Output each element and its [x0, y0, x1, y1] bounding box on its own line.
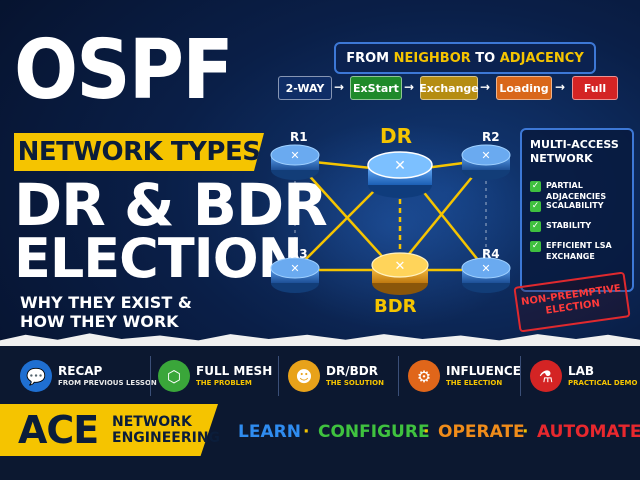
- brand-engineering: ENGINEERING: [112, 430, 221, 446]
- tag-learn: LEARN: [238, 422, 301, 442]
- label-bdr: BDR: [374, 296, 417, 317]
- router-r1: ✕: [270, 144, 320, 180]
- headline-dr-bdr: DR & BDR: [14, 171, 328, 239]
- tag-operate: OPERATE: [438, 422, 525, 442]
- segment-subtitle: THE ELECTION: [446, 379, 503, 387]
- multi-access-title: MULTI-ACCESS NETWORK: [530, 138, 619, 166]
- adjacency-title: FROM NEIGHBOR TO ADJACENCY: [334, 42, 596, 74]
- adjacency-title-adjacency: ADJACENCY: [499, 50, 584, 66]
- divider: [278, 356, 279, 396]
- segment-title: LAB: [568, 364, 595, 378]
- state-full: Full: [572, 76, 618, 100]
- benefit-item: ✓ PARTIAL ADJACENCIES: [530, 180, 632, 202]
- state-loading: Loading: [496, 76, 552, 100]
- check-icon: ✓: [530, 241, 541, 252]
- brand-ace: ACE: [18, 408, 99, 452]
- brand-box: [0, 404, 218, 456]
- benefit-label: SCALABILITY: [546, 201, 604, 210]
- segment-title: RECAP: [58, 364, 103, 378]
- torn-paper-edge: [0, 333, 640, 346]
- svg-text:✕: ✕: [481, 149, 490, 162]
- label-r3: R3: [290, 247, 308, 261]
- segment-recap: 💬 RECAP FROM PREVIOUS LESSON: [20, 352, 157, 400]
- separator-dot: ·: [423, 422, 430, 442]
- svg-text:✕: ✕: [481, 262, 490, 275]
- benefit-label: PARTIAL ADJACENCIES: [546, 181, 607, 201]
- router-r2: ✕: [461, 144, 511, 180]
- arrow-icon: →: [334, 80, 345, 94]
- label-r2: R2: [482, 130, 500, 144]
- multi-access-title-2: NETWORK: [530, 152, 593, 165]
- adjacency-title-neighbor: NEIGHBOR: [393, 50, 471, 66]
- svg-text:✕: ✕: [290, 149, 299, 162]
- state-exstart: ExStart: [350, 76, 402, 100]
- subheadline-line-2: HOW THEY WORK: [20, 312, 179, 331]
- state-exchange: Exchange: [419, 76, 479, 100]
- mesh-icon: ⬡: [158, 360, 190, 392]
- router-dr: ✕: [367, 151, 433, 198]
- segment-full-mesh: ⬡ FULL MESH THE PROBLEM: [158, 352, 272, 400]
- separator-dot: ·: [522, 422, 529, 442]
- arrow-icon: →: [404, 80, 415, 94]
- segment-subtitle: FROM PREVIOUS LESSON: [58, 379, 157, 387]
- arrow-icon: →: [480, 80, 491, 94]
- svg-text:✕: ✕: [394, 158, 406, 174]
- segment-lab: ⚗ LAB PRACTICAL DEMO: [530, 352, 637, 400]
- benefit-label: EFFICIENT LSA EXCHANGE: [546, 241, 612, 261]
- tag-automate: AUTOMATE: [537, 422, 640, 442]
- group-icon: ☻: [288, 360, 320, 392]
- router-r3: ✕: [270, 257, 320, 293]
- multi-access-panel: MULTI-ACCESS NETWORK ✓ PARTIAL ADJACENCI…: [520, 128, 634, 292]
- state-2way: 2-WAY: [278, 76, 332, 100]
- divider: [150, 356, 151, 396]
- chat-icon: 💬: [20, 360, 52, 392]
- multi-access-title-1: MULTI-ACCESS: [530, 138, 619, 151]
- segment-subtitle: PRACTICAL DEMO: [568, 379, 638, 387]
- headline-election: ELECTION: [14, 227, 303, 290]
- brand-network-engineering: NETWORK ENGINEERING: [112, 414, 220, 446]
- topology-diagram: ✕ ✕ ✕ ✕ ✕: [270, 144, 511, 295]
- segment-subtitle: THE SOLUTION: [326, 379, 384, 387]
- gear-icon: ⚙: [408, 360, 440, 392]
- label-r1: R1: [290, 130, 308, 144]
- segment-dr-bdr: ☻ DR/BDR THE SOLUTION: [288, 352, 384, 400]
- router-bdr: ✕: [371, 252, 429, 295]
- check-icon: ✓: [530, 201, 541, 212]
- tag-configure: CONFIGURE: [318, 422, 430, 442]
- segment-title: DR/BDR: [326, 364, 378, 378]
- svg-text:✕: ✕: [395, 259, 406, 274]
- network-types-label: NETWORK TYPES: [17, 137, 261, 167]
- headline-ospf: OSPF: [14, 23, 234, 118]
- flask-icon: ⚗: [530, 360, 562, 392]
- router-r4: ✕: [461, 257, 511, 293]
- check-icon: ✓: [530, 181, 541, 192]
- segment-title: INFLUENCE: [446, 364, 521, 378]
- separator-dot: ·: [303, 422, 310, 442]
- segment-title: FULL MESH: [196, 364, 273, 378]
- label-dr: DR: [380, 124, 413, 148]
- adjacency-title-from: FROM: [346, 50, 390, 66]
- benefit-item: ✓ SCALABILITY: [530, 200, 632, 212]
- divider: [398, 356, 399, 396]
- adjacency-title-to: TO: [475, 50, 496, 66]
- network-types-banner: NETWORK TYPES: [14, 133, 264, 171]
- subheadline-line-1: WHY THEY EXIST &: [20, 293, 192, 312]
- check-icon: ✓: [530, 221, 541, 232]
- svg-text:✕: ✕: [290, 262, 299, 275]
- arrow-icon: →: [555, 80, 566, 94]
- divider: [520, 356, 521, 396]
- brand-network: NETWORK: [112, 414, 192, 430]
- benefit-item: ✓ STABILITY: [530, 220, 632, 232]
- segment-subtitle: THE PROBLEM: [196, 379, 252, 387]
- segment-influence: ⚙ INFLUENCE THE ELECTION: [408, 352, 521, 400]
- label-r4: R4: [482, 247, 500, 261]
- subheadline: WHY THEY EXIST & HOW THEY WORK: [20, 293, 192, 331]
- benefit-item: ✓ EFFICIENT LSA EXCHANGE: [530, 240, 632, 262]
- benefit-label: STABILITY: [546, 221, 592, 230]
